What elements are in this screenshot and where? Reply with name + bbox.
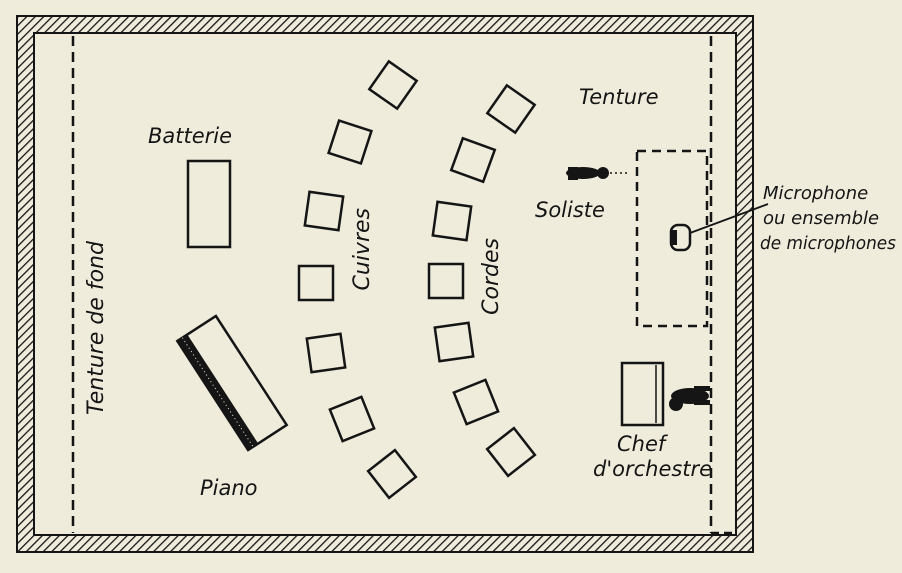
label-cordes: Cordes [479, 238, 504, 315]
string-seat [433, 321, 475, 363]
string-seat [452, 378, 500, 426]
label-microphone-ensemble: ou ensemble [763, 208, 879, 229]
brass-seat [328, 395, 376, 443]
label-cuivres: Cuivres [350, 208, 375, 290]
label-tenture-de-fond: Tenture de fond [84, 240, 109, 415]
string-seat [449, 136, 497, 184]
string-seats [427, 83, 537, 478]
brass-seat [305, 332, 347, 374]
piano [175, 314, 289, 452]
string-seat [427, 262, 465, 300]
microphone-icon [669, 223, 692, 252]
label-soliste: Soliste [535, 198, 605, 222]
brass-seats [297, 59, 419, 500]
brass-seat [366, 448, 418, 500]
label-orchestre: d'orchestre [593, 457, 712, 481]
drum-kit [186, 159, 232, 249]
label-chef: Chef [617, 432, 669, 456]
label-tenture: Tenture [579, 85, 659, 109]
brass-seat [297, 264, 335, 302]
brass-seat [327, 119, 373, 165]
microphone-pointer [689, 203, 769, 234]
string-seat [431, 200, 473, 242]
label-microphone: Microphone [763, 183, 868, 204]
brass-seat [367, 59, 419, 111]
soloist-figure [566, 167, 609, 180]
label-piano: Piano [200, 476, 258, 500]
conductor-figure [669, 386, 710, 411]
brass-seat [303, 190, 345, 232]
studio-wall [16, 15, 754, 553]
label-batterie: Batterie [148, 124, 232, 148]
conductor-desk [620, 361, 665, 427]
label-microphone-group: de microphones [760, 233, 896, 254]
string-seat [485, 426, 537, 478]
string-seat [485, 83, 537, 135]
microphone-zone [635, 149, 709, 328]
